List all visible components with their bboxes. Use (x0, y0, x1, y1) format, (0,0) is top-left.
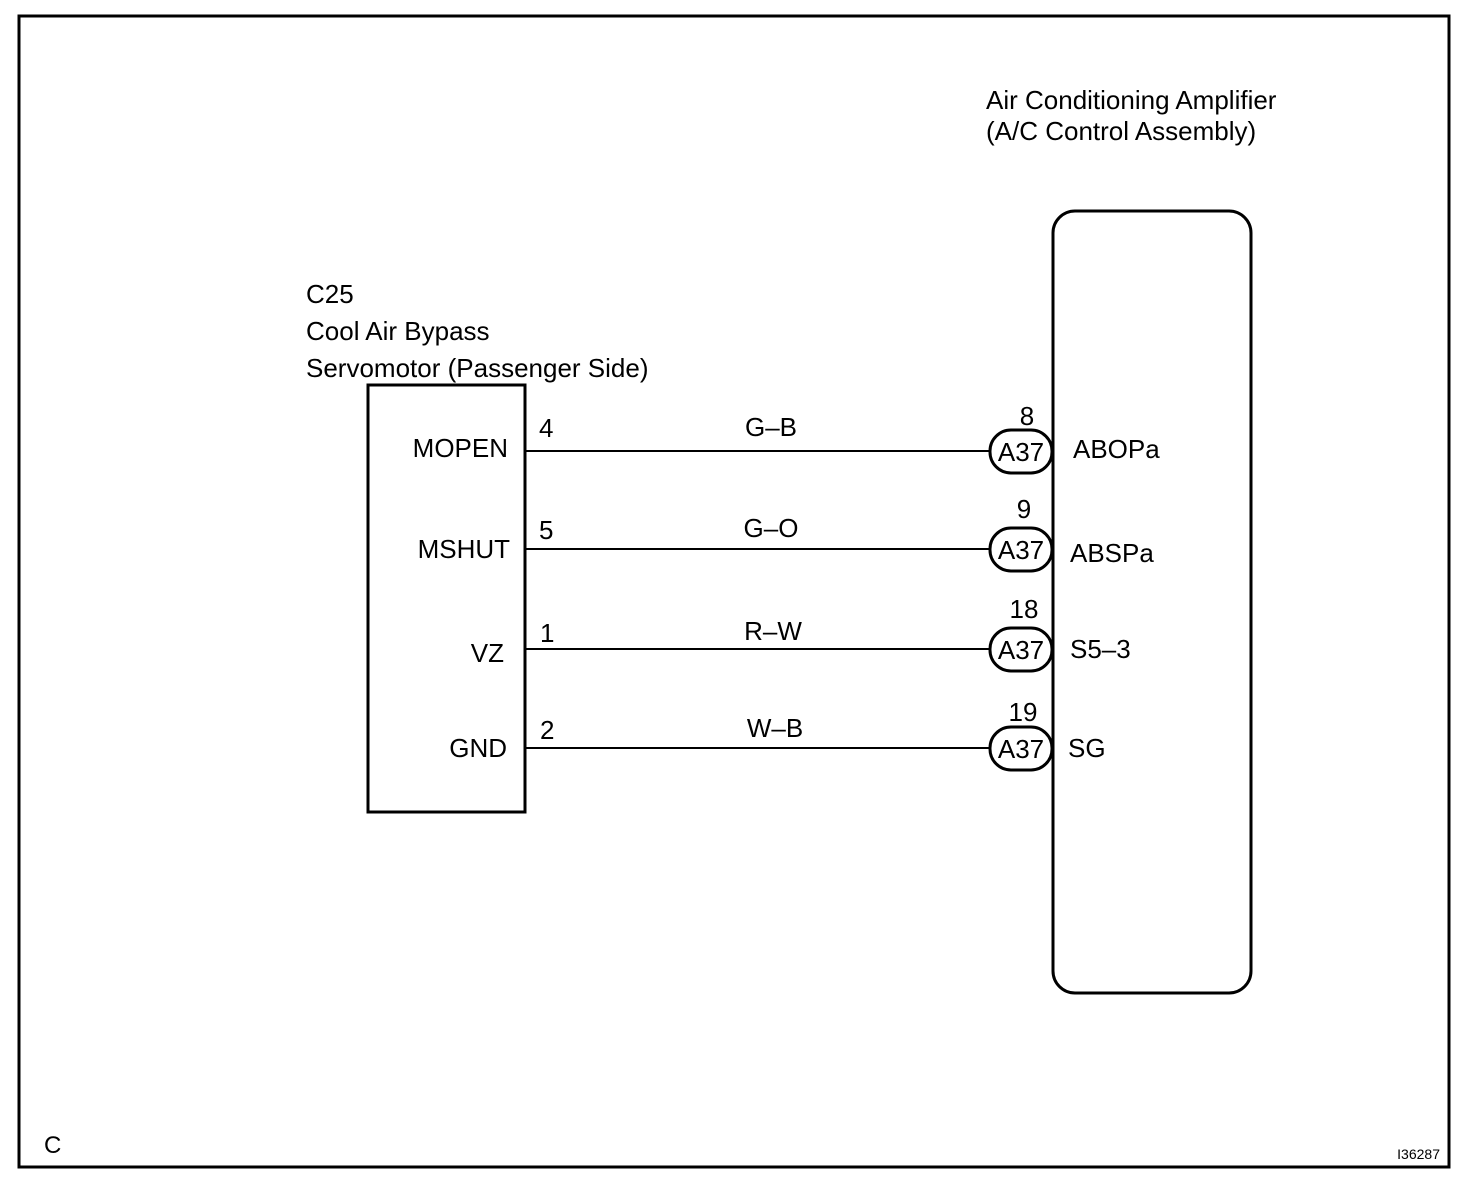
servomotor-box (366, 383, 527, 814)
wire-color-label: G–O (744, 513, 799, 543)
amplifier-name-line2: (A/C Control Assembly) (986, 116, 1256, 146)
connector-oval (988, 526, 1054, 573)
right-pin-number: 18 (1010, 594, 1039, 624)
left-terminal-label: MSHUT (418, 534, 511, 564)
amplifier-box (1051, 209, 1253, 995)
wire-mopen: MOPEN 4 G–B 8 A37 ABOPa (413, 401, 1160, 475)
connector-label: A37 (998, 635, 1044, 665)
wire-color-label: R–W (744, 616, 802, 646)
diagram-frame (17, 14, 1451, 1169)
wire-color-label: W–B (747, 713, 803, 743)
left-terminal-label: MOPEN (413, 433, 508, 463)
left-pin-number: 4 (539, 413, 553, 443)
figure-id: I36287 (1397, 1146, 1440, 1162)
wire-gnd: GND 2 W–B 19 A37 SG (449, 697, 1106, 772)
servomotor-code: C25 (306, 279, 354, 309)
left-pin-number: 2 (540, 715, 554, 745)
servomotor-name-line1: Cool Air Bypass (306, 316, 490, 346)
left-pin-number: 1 (540, 618, 554, 648)
connector-oval (988, 428, 1054, 475)
connector-label: A37 (998, 734, 1044, 764)
wire-vz: VZ 1 R–W 18 A37 S5–3 (471, 594, 1131, 673)
left-terminal-label: GND (449, 733, 507, 763)
connector-label: A37 (998, 535, 1044, 565)
wire-color-label: G–B (745, 412, 797, 442)
wire-mshut: MSHUT 5 G–O 9 A37 ABSPa (418, 494, 1154, 573)
right-pin-number: 8 (1020, 401, 1034, 431)
amplifier-name-line1: Air Conditioning Amplifier (986, 85, 1277, 115)
right-terminal-label: ABOPa (1073, 434, 1160, 464)
connector-label: A37 (998, 437, 1044, 467)
connector-oval (988, 626, 1054, 673)
right-terminal-label: SG (1068, 733, 1106, 763)
right-pin-number: 9 (1017, 494, 1031, 524)
right-pin-number: 19 (1009, 697, 1038, 727)
left-pin-number: 5 (539, 515, 553, 545)
right-terminal-label: ABSPa (1070, 538, 1154, 568)
connector-oval (988, 725, 1054, 772)
right-terminal-label: S5–3 (1070, 634, 1131, 664)
corner-label: C (44, 1132, 61, 1159)
left-terminal-label: VZ (471, 638, 504, 668)
servomotor-name-line2: Servomotor (Passenger Side) (306, 353, 648, 383)
